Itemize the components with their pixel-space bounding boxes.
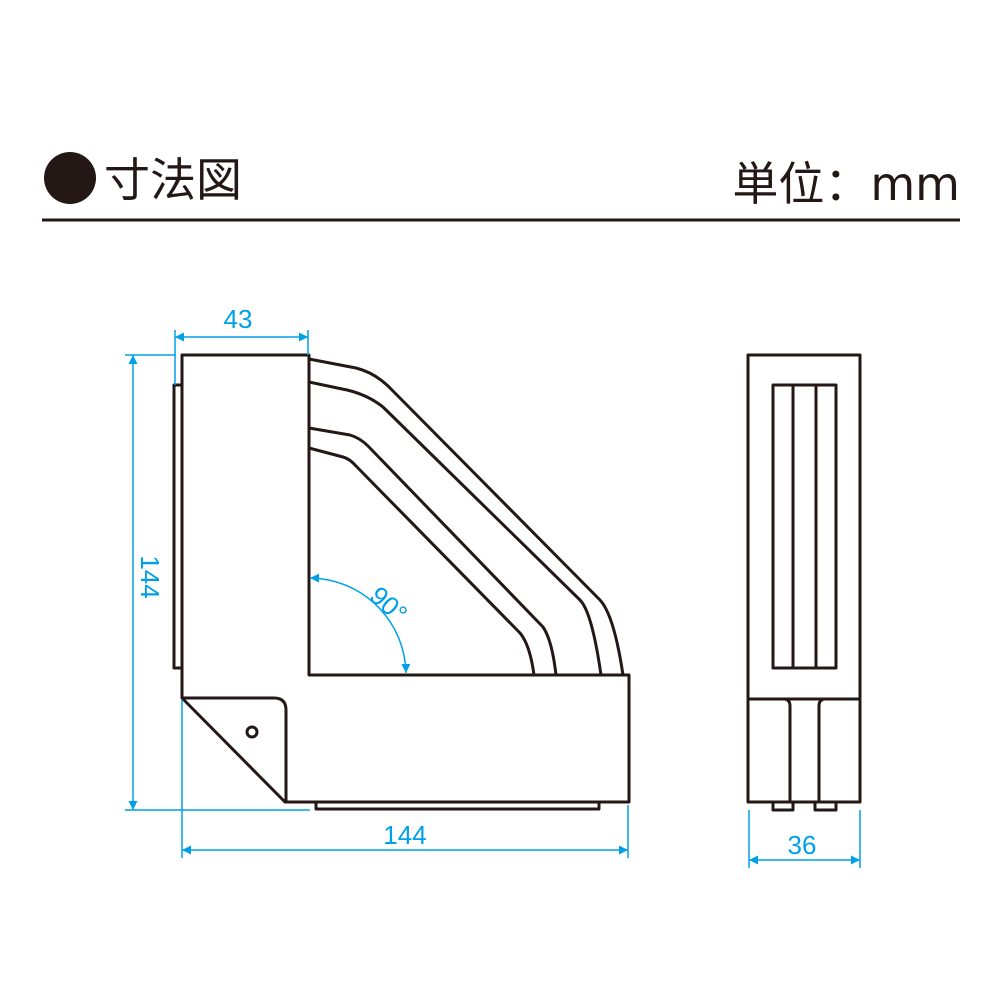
unit-label: 単位：mm [732,157,960,211]
angle-arc [309,573,411,674]
page-title: 寸法図 [104,153,242,207]
svg-text:144: 144 [383,820,426,850]
svg-text:43: 43 [224,304,253,334]
bullet-icon [44,152,96,204]
side-view [172,353,631,811]
front-view [746,353,862,812]
svg-text:144: 144 [135,555,165,598]
dimension-height: 144 [125,354,310,811]
dimension-base-width: 144 [181,700,629,858]
angle-label: 90° [364,580,413,629]
dimension-depth: 36 [748,810,861,868]
svg-text:36: 36 [788,830,817,860]
mounting-hole [245,725,259,739]
dimension-top-width: 43 [174,304,309,385]
